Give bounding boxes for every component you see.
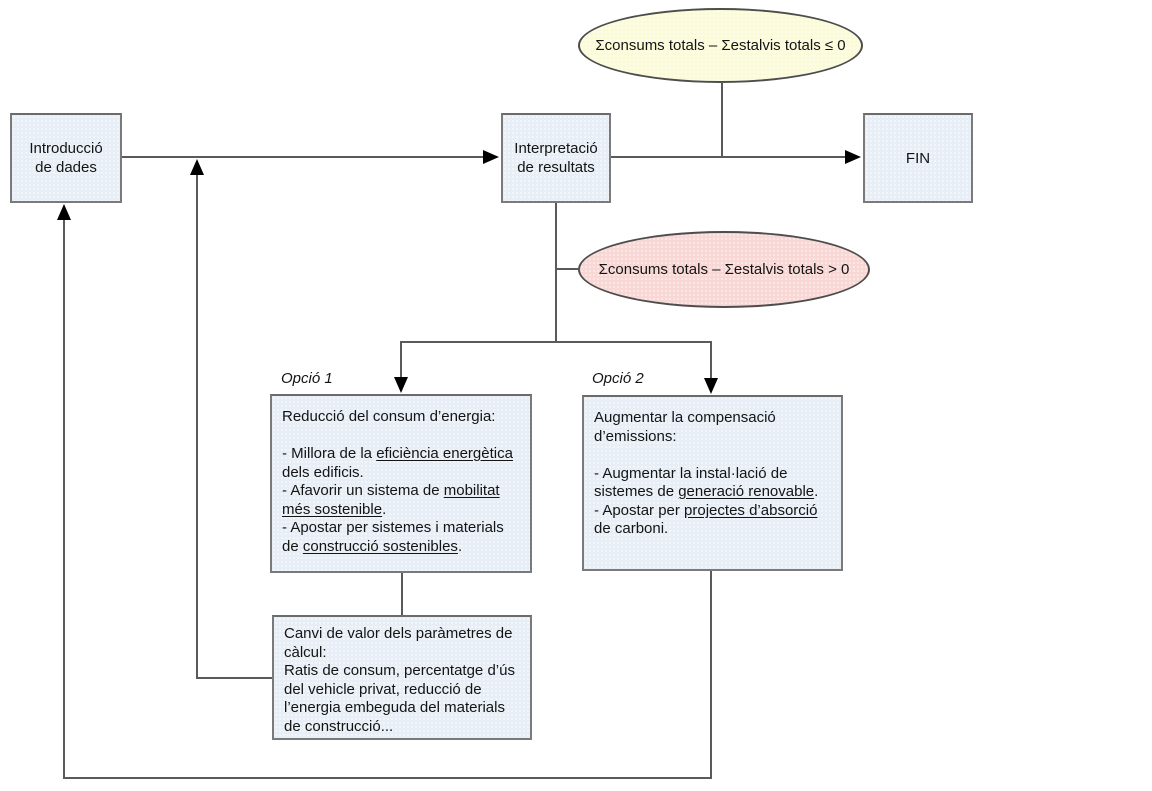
node-canvi-parametres: Canvi de valor dels paràmetres de càlcul… — [272, 615, 532, 740]
node-canvi-parametres-text: Canvi de valor dels paràmetres de càlcul… — [284, 625, 515, 735]
arrowhead-feedback-up-icon — [190, 159, 204, 175]
node-introduccio-dades: Introducció de dades — [10, 113, 122, 203]
node-opcio-2: Augmentar la compensació d’emissions: - … — [582, 395, 843, 571]
connector-return-to-intro — [63, 220, 65, 779]
condition-continue-label: Σconsums totals – Σestalvis totals > 0 — [598, 261, 850, 278]
condition-continue-ellipse: Σconsums totals – Σestalvis totals > 0 — [578, 231, 870, 308]
connector-intro-to-interpretacio — [122, 156, 485, 158]
connector-to-continue-ellipse — [556, 268, 580, 270]
connector-opcio1-to-canvi — [401, 573, 403, 615]
node-opcio-1-text: Reducció del consum d’energia: - Millora… — [282, 408, 513, 555]
node-opcio-2-text: Augmentar la compensació d’emissions: - … — [594, 409, 819, 537]
connector-feedback-canvi-vertical — [196, 175, 198, 679]
connector-branch-to-opcio2 — [710, 341, 712, 380]
condition-end-ellipse: Σconsums totals – Σestalvis totals ≤ 0 — [578, 8, 863, 83]
arrowhead-into-fin-icon — [845, 150, 861, 164]
arrowhead-into-opcio2-icon — [704, 378, 718, 394]
connector-feedback-canvi-horizontal — [196, 677, 272, 679]
node-interpretacio-resultats: Interpretació de resultats — [501, 113, 611, 203]
connector-interpretacio-down — [555, 203, 557, 343]
node-introduccio-label: Introducció de dades — [29, 140, 103, 176]
node-fin: FIN — [863, 113, 973, 203]
caption-opcio-2: Opció 2 — [592, 370, 644, 387]
node-opcio-1: Reducció del consum d’energia: - Millora… — [270, 394, 532, 573]
node-fin-label: FIN — [905, 149, 931, 167]
arrowhead-into-intro-icon — [57, 204, 71, 220]
caption-opcio-1: Opció 1 — [281, 370, 333, 387]
connector-bottom-return — [63, 777, 712, 779]
condition-end-label: Σconsums totals – Σestalvis totals ≤ 0 — [595, 37, 846, 54]
arrowhead-into-opcio1-icon — [394, 377, 408, 393]
node-interpretacio-label: Interpretació de resultats — [514, 140, 598, 176]
arrowhead-into-interpretacio-icon — [483, 150, 499, 164]
connector-branch-to-opcio1 — [400, 341, 402, 379]
connector-opcio2-down — [710, 571, 712, 779]
connector-branch-horizontal — [400, 341, 712, 343]
connector-interpretacio-to-fin — [611, 156, 846, 158]
connector-end-ellipse-to-flow — [721, 82, 723, 158]
